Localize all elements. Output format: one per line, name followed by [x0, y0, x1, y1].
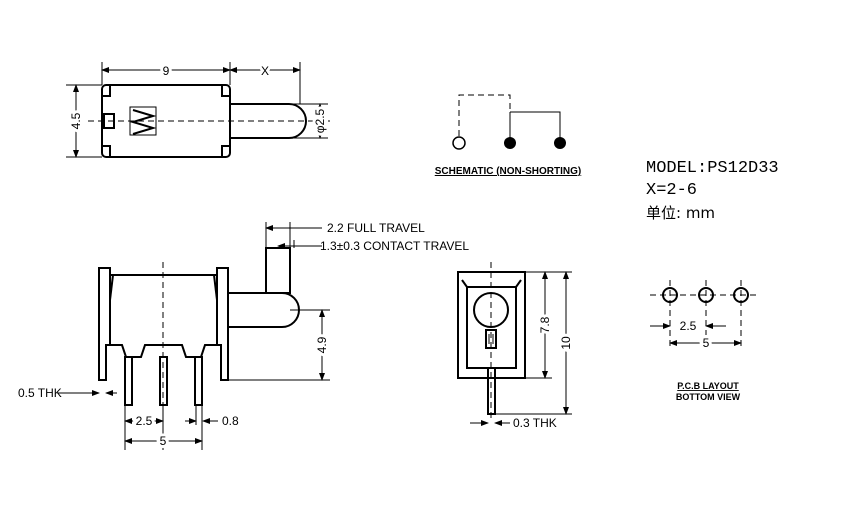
- schematic-caption: SCHEMATIC (NON-SHORTING): [435, 166, 581, 177]
- pitch-label: 2.5: [136, 414, 153, 428]
- spring-icon: [129, 109, 157, 135]
- thk-label: 0.3 THK: [513, 416, 557, 430]
- front-view: 2.2 FULL TRAVEL 1.3±0.3 CONTACT TRAVEL 4…: [18, 221, 469, 451]
- plunger-outline: [230, 103, 307, 139]
- side-view: 7.8 10 0.3 THK: [457, 262, 576, 430]
- dim-height-label: 4.9: [315, 336, 329, 353]
- top-view: 9 X 4.5 φ2.5: [66, 61, 330, 158]
- open-terminal-icon: [452, 136, 466, 150]
- closed-terminal-icon: [554, 137, 566, 149]
- plunger-end: [473, 292, 509, 328]
- frame-right-leg: [216, 267, 229, 381]
- pcb-caption-line1: P.C.B LAYOUT: [677, 381, 739, 391]
- thk-label: 0.5 THK: [18, 386, 62, 400]
- body-base: [110, 344, 217, 358]
- dim-plunger-dia-label: φ2.5: [313, 108, 327, 133]
- dim-height-label: 4.5: [69, 112, 83, 129]
- schematic-switch-path: [510, 111, 561, 140]
- x-range-label: X=2-6: [646, 181, 697, 200]
- closed-terminal-icon: [504, 137, 516, 149]
- span-label: 5: [160, 434, 167, 448]
- terminal-block: [485, 329, 497, 349]
- corner-notch: [221, 145, 230, 157]
- pcb-layout: 2.5 5 P.C.B LAYOUT BOTTOM VIEW: [650, 280, 760, 402]
- plunger-stub: [265, 247, 291, 294]
- model-info: MODEL:PS12D33 X=2-6 单位: mm: [646, 159, 779, 222]
- dim-length-label: 9: [163, 64, 170, 78]
- pin: [124, 356, 133, 406]
- dim-outer-label: 10: [559, 336, 573, 350]
- pcb-span-label: 5: [703, 336, 710, 350]
- side-frame-inner: [466, 286, 517, 369]
- model-label: MODEL:PS12D33: [646, 159, 779, 178]
- pcb-hole: [698, 287, 714, 303]
- unit-label: 单位: mm: [646, 204, 715, 222]
- pcb-hole: [733, 287, 749, 303]
- plunger-outline: [228, 292, 300, 328]
- pin: [194, 356, 203, 406]
- contact-travel-label: 1.3±0.3 CONTACT TRAVEL: [320, 239, 469, 253]
- pcb-hole: [662, 287, 678, 303]
- schematic-dashed-link: [458, 94, 511, 136]
- corner-notch: [221, 85, 230, 97]
- pin: [487, 367, 496, 415]
- pcb-pitch-label: 2.5: [680, 319, 697, 333]
- dim-x-label: X: [261, 64, 269, 78]
- full-travel-label: 2.2 FULL TRAVEL: [327, 221, 425, 235]
- frame-left-leg: [98, 267, 111, 381]
- pcb-caption-line2: BOTTOM VIEW: [676, 392, 741, 402]
- schematic: SCHEMATIC (NON-SHORTING): [435, 94, 581, 177]
- dim-inner-label: 7.8: [538, 316, 552, 333]
- corner-notch: [102, 145, 111, 157]
- corner-notch: [102, 85, 111, 97]
- pin-width-label: 0.8: [222, 414, 239, 428]
